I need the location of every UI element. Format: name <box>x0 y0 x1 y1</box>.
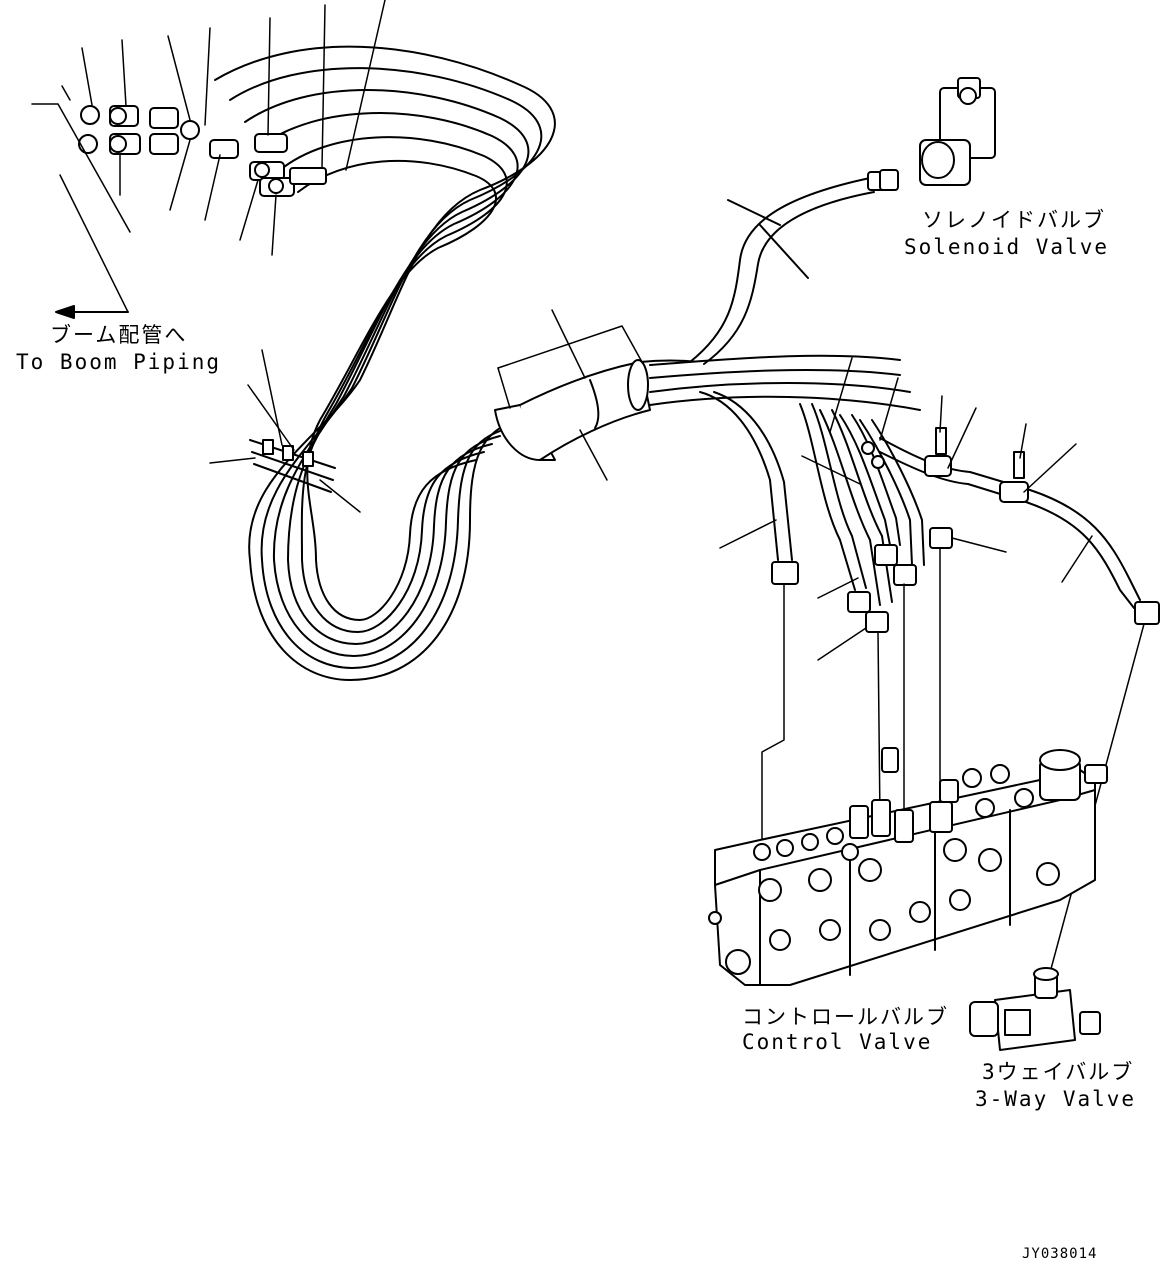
leader-lines-midleft <box>209 349 361 513</box>
solenoid-valve-label-jp: ソレノイドバルブ <box>922 208 1106 232</box>
control-valve <box>708 747 1108 986</box>
leader-lines-topleft <box>31 0 386 313</box>
sleeve-leader-lines <box>497 309 643 481</box>
three-way-valve <box>969 967 1101 1051</box>
hoses-to-control-valve <box>699 391 1141 609</box>
solenoid-valve <box>867 77 996 191</box>
three-way-valve-label-jp: 3ウェイバルブ <box>982 1060 1135 1084</box>
control-valve-label-en: Control Valve <box>742 1030 933 1054</box>
hose-bundle-left <box>214 45 556 681</box>
hose-clamp-left <box>249 439 336 493</box>
arrow-left-icon <box>55 305 129 319</box>
boom-piping-label-en: To Boom Piping <box>16 350 222 374</box>
control-valve-label-jp: コントロールバルブ <box>742 1005 949 1029</box>
hose-to-solenoid <box>689 177 875 365</box>
hose-fittings-topleft <box>78 105 327 197</box>
hose-end-fittings <box>771 427 1160 633</box>
solenoid-valve-label-en: Solenoid Valve <box>904 235 1110 259</box>
protective-sleeve <box>494 354 921 461</box>
boom-piping-label-jp: ブーム配管へ <box>50 323 188 347</box>
three-way-valve-label-en: 3-Way Valve <box>975 1087 1137 1111</box>
leader-lines-right <box>719 357 1145 981</box>
drawing-code: JY038014 <box>1022 1246 1098 1262</box>
